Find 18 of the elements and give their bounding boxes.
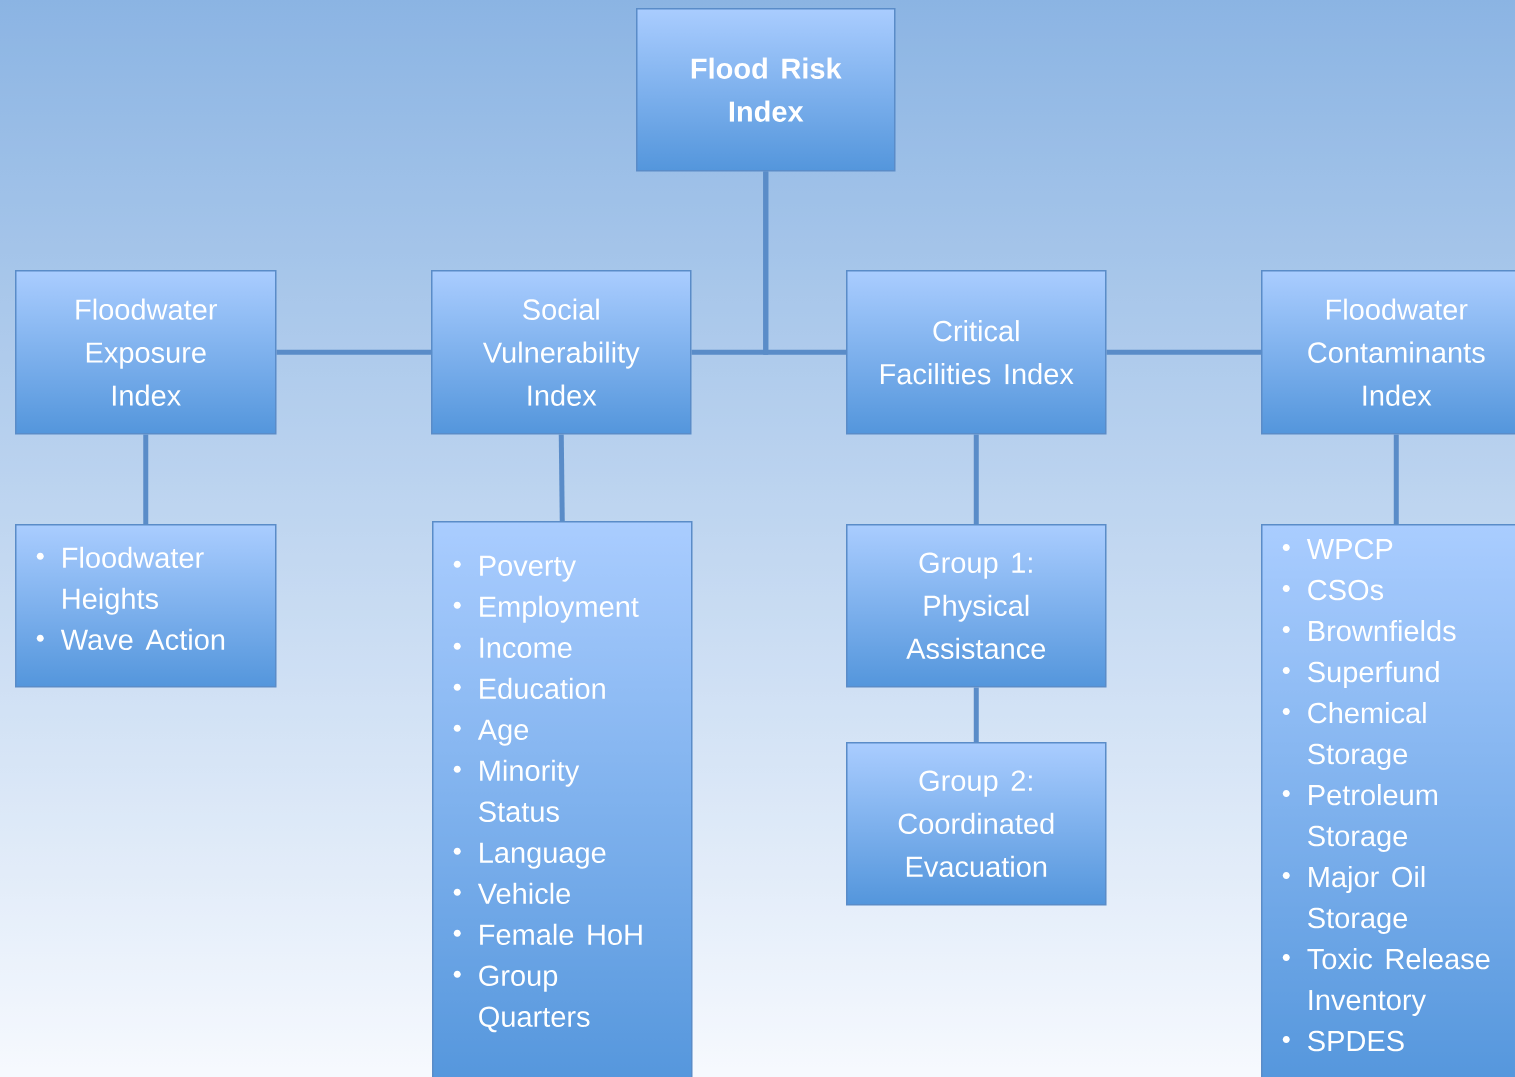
index-box: Floodwater Contaminants Index <box>1261 270 1515 435</box>
connector-line <box>973 434 979 524</box>
connector-line <box>763 171 846 355</box>
connector-line <box>1393 434 1399 524</box>
index-box: Group 1: Physical Assistance <box>846 524 1107 688</box>
connector-line <box>143 434 149 524</box>
list-box: Floodwater Heights Wave Action <box>15 524 277 688</box>
index-box: Floodwater Exposure Index <box>15 270 277 435</box>
connector-line <box>973 687 979 742</box>
list-box: WPCP CSOs Brownfields Superfund Chemical Storage Petroleum Storage Major Oil Storage Toxic Release Inventory SPDES <box>1261 524 1515 1077</box>
connector-line <box>558 434 565 522</box>
index-box: Critical Facilities Index <box>846 270 1107 435</box>
connector-line <box>276 349 431 355</box>
index-box: Social Vulnerability Index <box>431 270 692 435</box>
index-box: Group 2: Coordinated Evacuation <box>846 742 1107 906</box>
root-box: Flood Risk Index <box>636 8 896 172</box>
list-box: Poverty Employment Income Education Age Minority Status Language Vehicle Female HoH Group Quarters <box>432 521 693 1077</box>
connector-line <box>1106 349 1261 355</box>
